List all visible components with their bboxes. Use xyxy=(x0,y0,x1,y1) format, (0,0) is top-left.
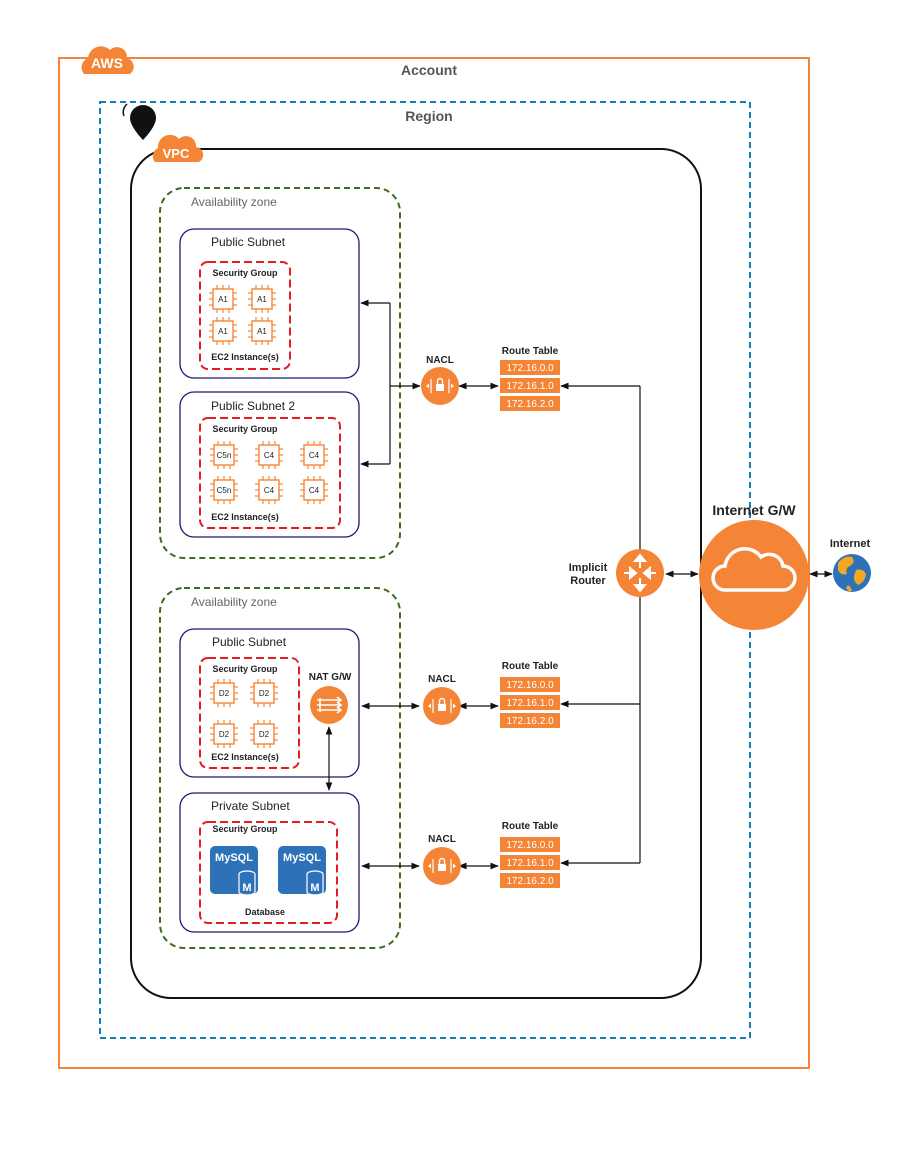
nacl-label: NACL xyxy=(428,834,456,845)
ec2-instance-icon: C4 xyxy=(299,475,329,505)
ec2-instance-icon: C4 xyxy=(299,440,329,470)
svg-text:D2: D2 xyxy=(219,689,230,698)
sg2-label: Security Group xyxy=(212,424,278,434)
svg-text:A1: A1 xyxy=(257,295,267,304)
router-icon xyxy=(616,549,664,597)
route-table-1: Route Table 172.16.0.0 172.16.1.0 172.16… xyxy=(500,346,560,411)
mysql-database-icon: MySQL M xyxy=(278,846,326,896)
ec2-instance-icon: D2 xyxy=(209,719,239,749)
sg1-label: Security Group xyxy=(212,268,278,278)
public-subnet-1-label: Public Subnet xyxy=(211,235,286,249)
nacl-label: NACL xyxy=(426,355,454,366)
ec2-instances-label: EC2 Instance(s) xyxy=(211,752,279,762)
account-boundary xyxy=(58,57,810,1069)
globe-icon xyxy=(833,554,871,592)
svg-text:C4: C4 xyxy=(309,451,320,460)
ec2-instance-icon: A1 xyxy=(247,316,277,346)
az2-label: Availability zone xyxy=(191,595,277,609)
security-group-4 xyxy=(199,821,338,924)
svg-text:D2: D2 xyxy=(259,730,270,739)
route-table-2: Route Table 172.16.0.0 172.16.1.0 172.16… xyxy=(500,661,560,728)
ec2-instance-icon: D2 xyxy=(249,719,279,749)
svg-text:172.16.0.0: 172.16.0.0 xyxy=(506,680,554,691)
svg-text:172.16.2.0: 172.16.2.0 xyxy=(506,399,554,410)
ec2-instance-icon: D2 xyxy=(249,678,279,708)
public-subnet-2-label: Public Subnet 2 xyxy=(211,399,295,413)
aws-cloud-icon xyxy=(81,46,134,74)
svg-text:C4: C4 xyxy=(309,486,320,495)
svg-text:C5n: C5n xyxy=(217,451,232,460)
internet-gateway-icon xyxy=(699,520,809,630)
sg3-label: Security Group xyxy=(212,664,278,674)
svg-text:Route Table: Route Table xyxy=(502,346,559,357)
ec2-instance-icon: C4 xyxy=(254,475,284,505)
region-pin-icon xyxy=(122,103,156,140)
ec2-instance-icon: A1 xyxy=(208,284,238,314)
ec2-instance-icon: C5n xyxy=(209,440,239,470)
svg-text:MySQL: MySQL xyxy=(215,852,253,864)
router-label: Router xyxy=(570,575,606,587)
internet-label: Internet xyxy=(830,538,871,550)
svg-text:A1: A1 xyxy=(218,327,228,336)
ec2-instance-icon: C4 xyxy=(254,440,284,470)
aws-badge-label: AWS xyxy=(91,55,123,71)
nacl-icon xyxy=(422,686,462,726)
svg-text:172.16.1.0: 172.16.1.0 xyxy=(506,858,554,869)
svg-text:C4: C4 xyxy=(264,486,275,495)
route-table-3: Route Table 172.16.0.0 172.16.1.0 172.16… xyxy=(500,821,560,888)
region-label: Region xyxy=(405,108,452,124)
security-group-2 xyxy=(199,417,341,529)
nat-gateway-label: NAT G/W xyxy=(309,672,352,683)
svg-text:172.16.1.0: 172.16.1.0 xyxy=(506,381,554,392)
region-boundary xyxy=(99,101,751,1039)
database-label: Database xyxy=(245,907,285,917)
ec2-instances-label: EC2 Instance(s) xyxy=(211,512,279,522)
connector-lines xyxy=(325,299,833,870)
nacl-icon xyxy=(422,846,462,886)
svg-text:D2: D2 xyxy=(219,730,230,739)
svg-text:M: M xyxy=(242,882,251,894)
ec2-instances-label: EC2 Instance(s) xyxy=(211,352,279,362)
svg-text:MySQL: MySQL xyxy=(283,852,321,864)
svg-text:A1: A1 xyxy=(257,327,267,336)
ec2-instance-icon: D2 xyxy=(209,678,239,708)
vpc-cloud-icon xyxy=(152,134,204,162)
availability-zone-2 xyxy=(159,587,401,949)
svg-text:D2: D2 xyxy=(259,689,270,698)
nat-gateway-icon xyxy=(310,686,348,724)
svg-text:172.16.0.0: 172.16.0.0 xyxy=(506,840,554,851)
svg-text:A1: A1 xyxy=(218,295,228,304)
svg-text:172.16.2.0: 172.16.2.0 xyxy=(506,876,554,887)
svg-text:172.16.0.0: 172.16.0.0 xyxy=(506,363,554,374)
svg-text:M: M xyxy=(310,882,319,894)
ec2-instance-icon: C5n xyxy=(209,475,239,505)
vpc-badge-label: VPC xyxy=(163,146,190,161)
private-subnet-label: Private Subnet xyxy=(211,799,290,813)
ec2-instance-icon: A1 xyxy=(208,316,238,346)
router-label: Implicit xyxy=(569,562,608,574)
svg-text:C4: C4 xyxy=(264,451,275,460)
svg-text:172.16.2.0: 172.16.2.0 xyxy=(506,716,554,727)
security-group-1 xyxy=(199,261,291,370)
az1-label: Availability zone xyxy=(191,195,277,209)
igw-label: Internet G/W xyxy=(712,502,796,518)
security-group-3 xyxy=(199,657,300,769)
nacl-label: NACL xyxy=(428,674,456,685)
svg-text:Route Table: Route Table xyxy=(502,821,559,832)
svg-text:172.16.1.0: 172.16.1.0 xyxy=(506,698,554,709)
public-subnet-3-label: Public Subnet xyxy=(212,635,287,649)
private-subnet xyxy=(179,792,360,933)
ec2-instance-icon: A1 xyxy=(247,284,277,314)
nacl-icon xyxy=(420,366,460,406)
availability-zone-1 xyxy=(159,187,401,559)
svg-text:Route Table: Route Table xyxy=(502,661,559,672)
svg-text:C5n: C5n xyxy=(217,486,232,495)
mysql-database-icon: MySQL M xyxy=(210,846,258,896)
account-label: Account xyxy=(401,62,457,78)
sg4-label: Security Group xyxy=(212,824,278,834)
